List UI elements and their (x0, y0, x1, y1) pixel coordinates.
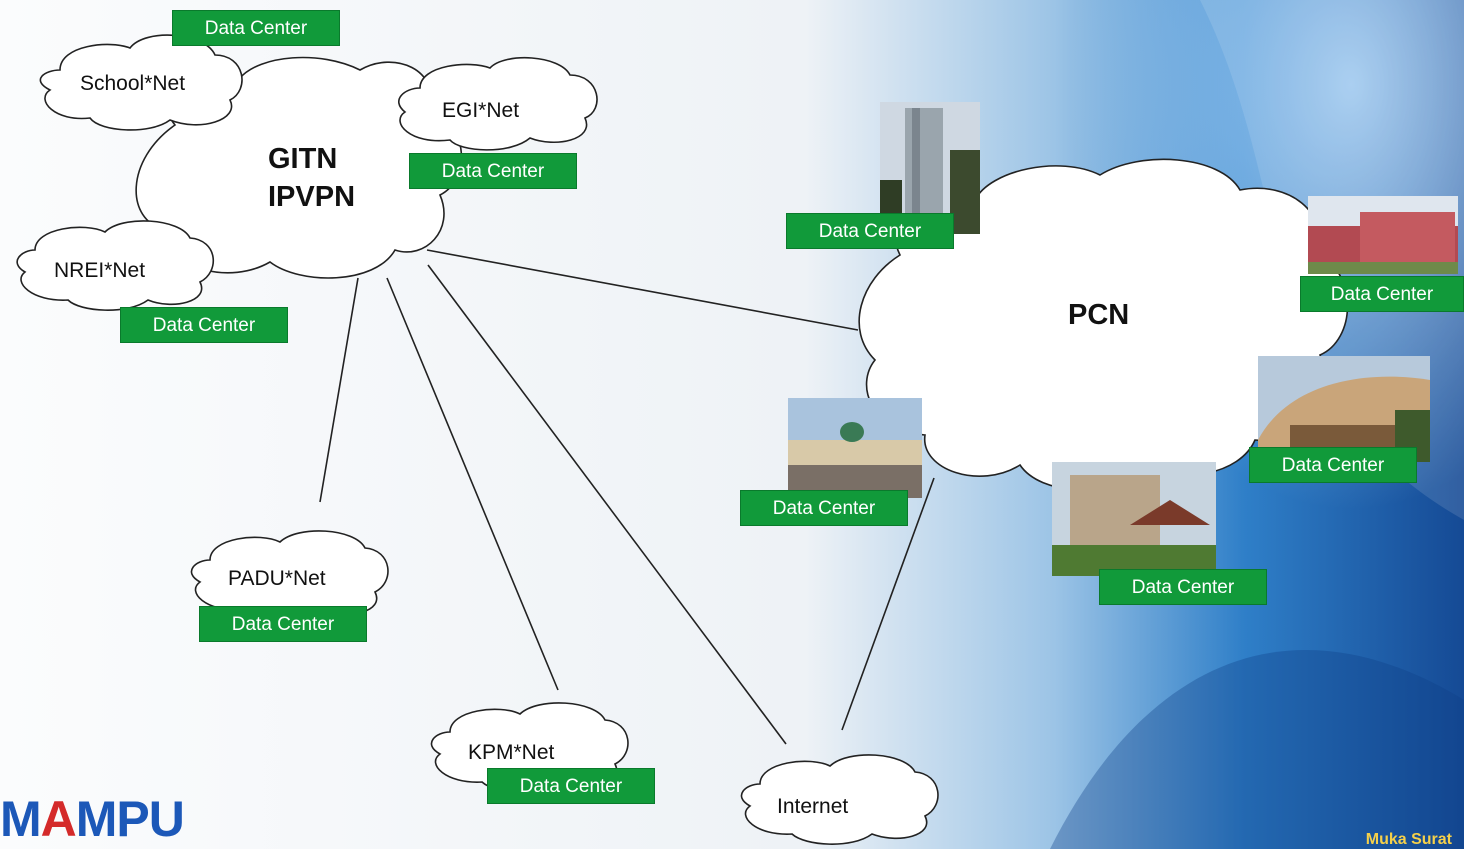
data-center-pcn-palace: Data Center (740, 490, 908, 526)
data-center-pcn-curved: Data Center (1249, 447, 1417, 483)
photo-palace (788, 398, 922, 498)
school-net-label: School*Net (80, 72, 186, 95)
internet-cloud (740, 754, 939, 845)
egi-net-cloud (398, 56, 598, 151)
page-footer: Muka Surat (1365, 831, 1452, 848)
connection-lines (319, 249, 935, 745)
data-center-nrei: Data Center (120, 307, 288, 343)
data-center-pcn-red: Data Center (1300, 276, 1464, 312)
logo-letters-mpu: MPU (75, 791, 185, 847)
photo-campus (1052, 462, 1216, 576)
data-center-pcn-tower: Data Center (786, 213, 954, 249)
mampu-logo: MAMPU (0, 791, 185, 847)
kpm-net-label: KPM*Net (468, 741, 555, 764)
gitn-label-line1: GITN (268, 143, 338, 175)
school-net-cloud (39, 34, 243, 131)
internet-label: Internet (777, 795, 849, 818)
link-gitn-padu (319, 277, 359, 503)
link-gitn-kpm (386, 277, 559, 691)
background-swoosh (1050, 649, 1464, 849)
padu-net-label: PADU*Net (228, 567, 326, 590)
link-gitn-pcn (426, 249, 859, 331)
photo-curved-building (1258, 356, 1430, 462)
data-center-kpm: Data Center (487, 768, 655, 804)
data-center-pcn-campus: Data Center (1099, 569, 1267, 605)
gitn-label: GITN IPVPN (268, 140, 355, 216)
logo-letter-m: M (0, 791, 42, 847)
pcn-label: PCN (1068, 299, 1130, 331)
data-center-school: Data Center (172, 10, 340, 46)
data-center-padu: Data Center (199, 606, 367, 642)
data-center-egi: Data Center (409, 153, 577, 189)
nrei-net-cloud (16, 220, 214, 311)
nrei-net-label: NREI*Net (54, 259, 146, 282)
gitn-label-line2: IPVPN (268, 181, 356, 213)
link-pcn-internet (841, 477, 935, 731)
padu-net-cloud (190, 530, 389, 621)
egi-net-label: EGI*Net (442, 99, 520, 122)
link-gitn-internet (427, 264, 787, 745)
logo-letter-a: A (40, 791, 77, 847)
photo-red-building (1308, 196, 1458, 274)
